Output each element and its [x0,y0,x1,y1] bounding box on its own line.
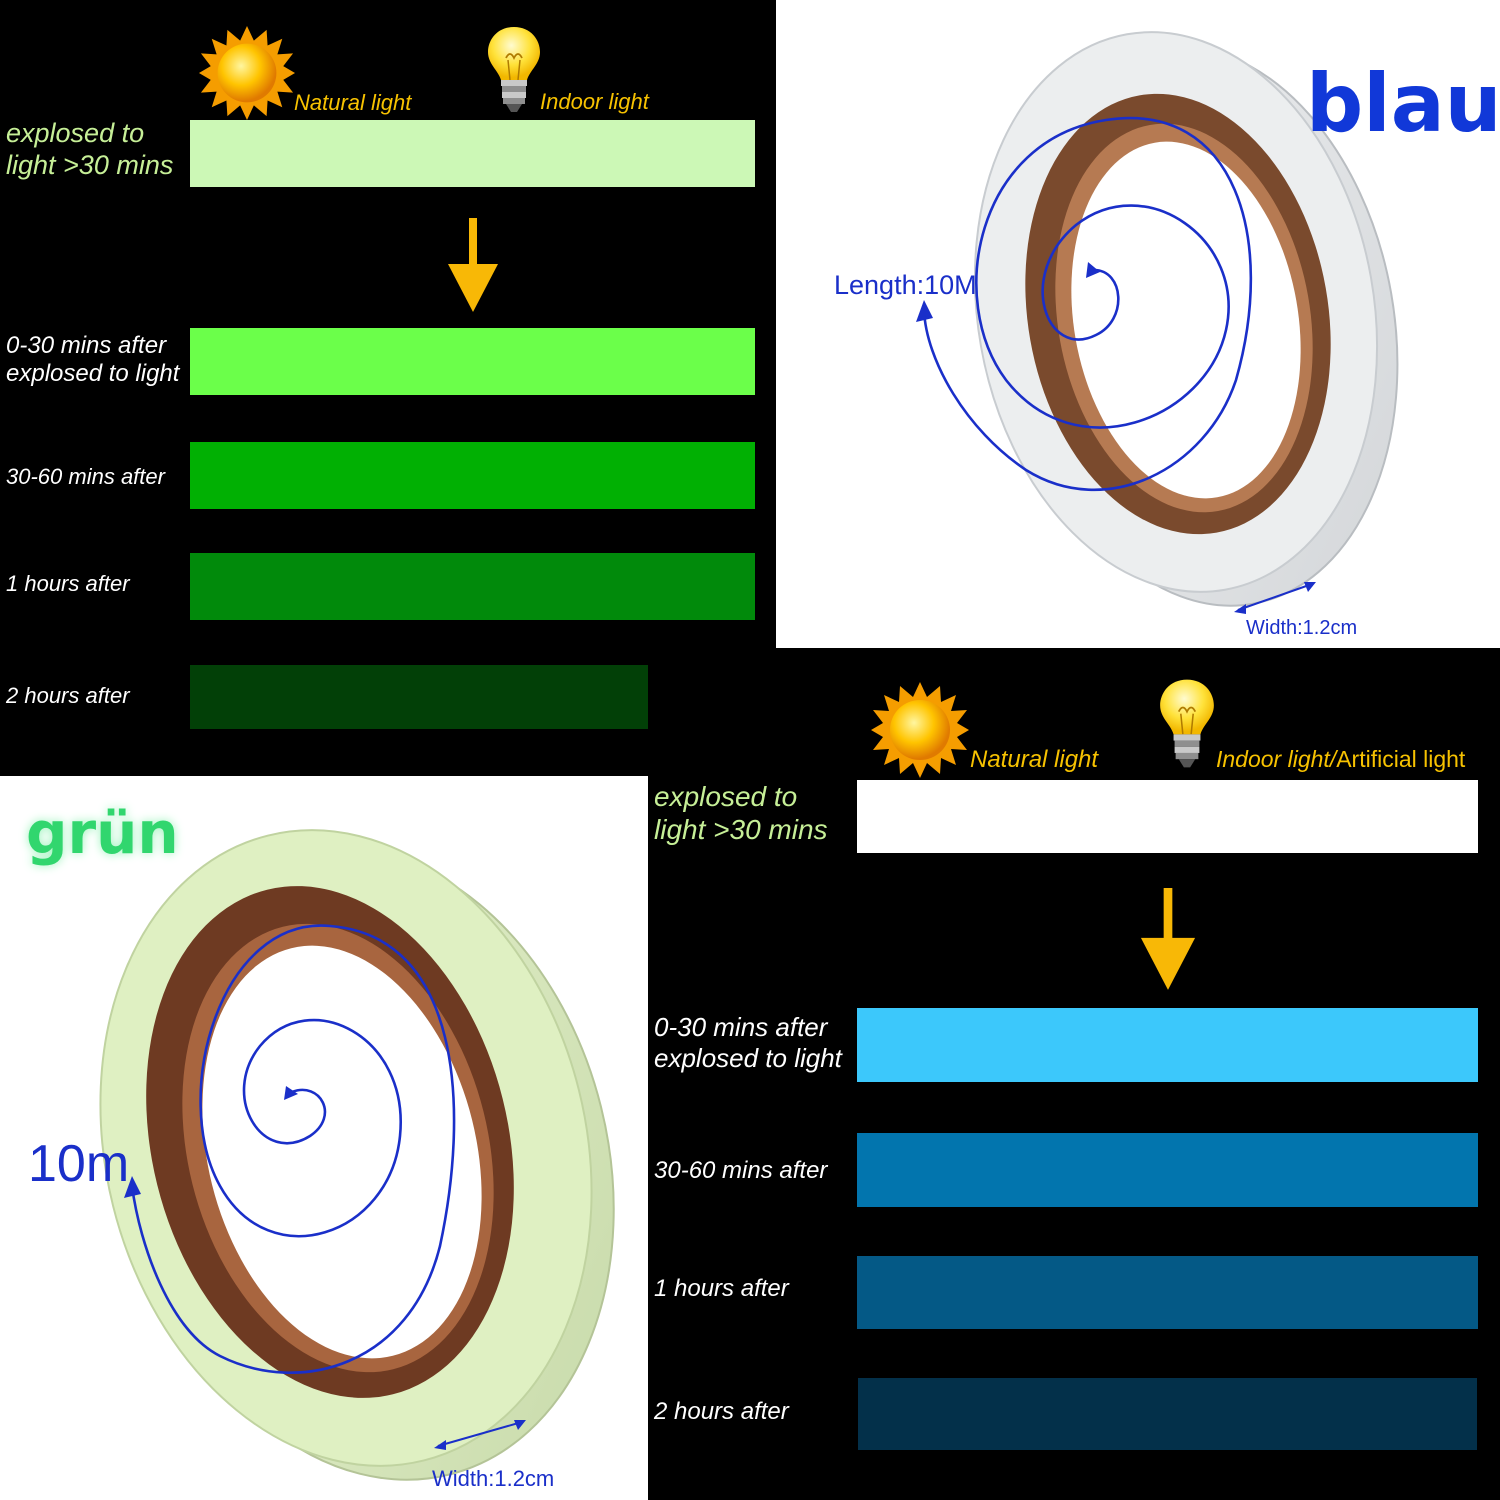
glow-bar-30-60 [857,1133,1478,1207]
width-arrow-icon [1234,582,1316,614]
glow-bar-2h [858,1378,1477,1450]
tape-roll-image-gruen [99,829,615,1481]
artificial-light-legend: Artificial light [1336,746,1466,772]
indoor-light-legend: Indoor light [540,89,649,114]
stage-label-30-60: 30-60 mins after [6,464,165,489]
light-bulb-icon [1156,674,1218,772]
down-arrow-icon [448,218,498,314]
glow-bar-0-30 [857,1008,1478,1082]
light-bulb-icon [484,24,544,114]
natural-light-legend: Natural light [970,746,1099,773]
color-name-gruen: grün [26,799,179,867]
glow-bar-1h [190,553,755,620]
glow-bar-30-60 [190,442,755,509]
length-label-gruen: 10m [28,1135,130,1193]
indoor-light-legend: Indoor light/Artificial light [1216,746,1466,772]
glow-bar-1h [857,1256,1478,1329]
length-label-blau: Length:10M [834,270,977,300]
stage-label-1h: 1 hours after [654,1275,789,1302]
width-label-blau: Width:1.2cm [1246,617,1358,639]
stage-label-2h: 2 hours after [6,683,130,708]
sun-icon [198,24,296,122]
blau-product-panel: blau Length:10M Width:1.2cm [776,0,1500,648]
stage-label-2h: 2 hours after [654,1398,789,1425]
glow-bar-0-30 [190,328,755,395]
width-label-gruen: Width:1.2cm [432,1466,555,1491]
sun-icon [870,680,970,780]
natural-light-legend: Natural light [294,90,412,115]
glow-bar-charged [190,120,755,187]
width-arrow-icon [434,1420,526,1450]
blue-glow-panel: Natural light Indoor light/Artificial li… [648,648,1500,1500]
down-arrow-icon [1140,888,1196,992]
glow-bar-charged [857,780,1478,853]
stage-label-1h: 1 hours after [6,571,130,596]
legend-separator: / [1329,746,1337,772]
color-name-blau: blau [1306,57,1500,150]
gruen-product-panel: grün 10m Width:1.2cm [0,776,648,1500]
spiral-arrow-icon [130,924,456,1374]
spiral-arrow-icon [922,116,1253,492]
tape-roll-image-blau [916,31,1399,614]
stage-label-30-60: 30-60 mins after [654,1157,828,1184]
